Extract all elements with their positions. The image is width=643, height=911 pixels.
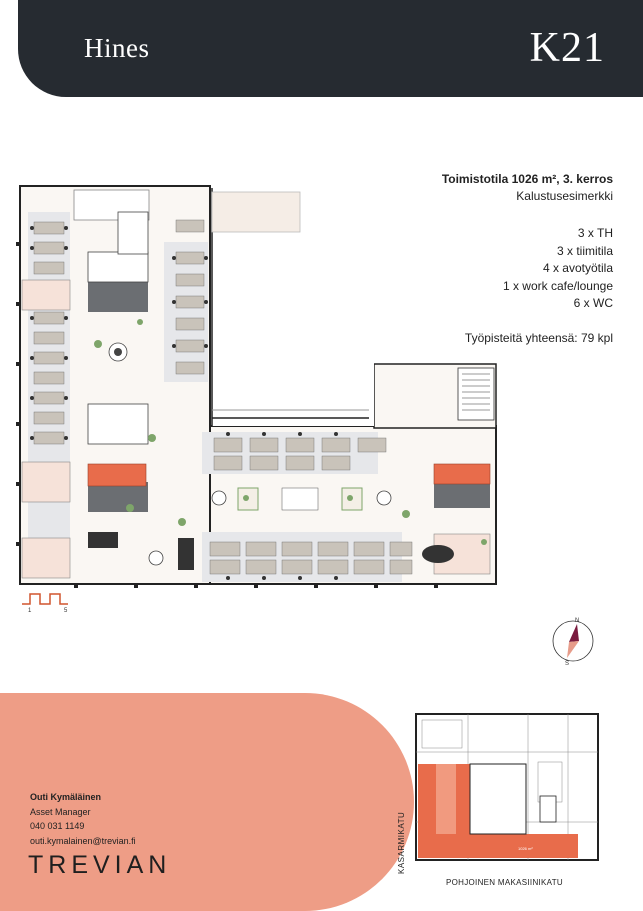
contact-info: Outi Kymäläinen Asset Manager 040 031 11… (30, 790, 136, 848)
room-item: 3 x tiimitila (556, 243, 613, 258)
compass-north: N (575, 618, 579, 624)
street-label-makasiinikatu: POHJOINEN MAKASIINIKATU (446, 878, 563, 887)
floor-plan (16, 185, 497, 588)
space-subtitle: Kalustusesimerkki (516, 189, 613, 203)
room-item: 4 x avotyötila (542, 261, 613, 275)
scale-end: 5 (64, 608, 68, 614)
street-label-kasarmikatu: KASARMIKATU (397, 811, 406, 874)
contact-name: Outi Kymäläinen (30, 792, 102, 802)
north-compass: N S (552, 618, 594, 666)
space-title: Toimistotila 1026 m², 3. kerros (441, 172, 613, 186)
property-code: K21 (529, 25, 605, 71)
compass-south: S (565, 661, 569, 666)
room-item: 6 x WC (573, 296, 613, 310)
room-item: 1 x work cafe/lounge (502, 278, 613, 293)
header-bar: Hines K21 (18, 0, 643, 97)
contact-email[interactable]: outi.kymalainen@trevian.fi (30, 835, 136, 846)
workstation-total: Työpisteitä yhteensä: 79 kpl (464, 330, 613, 345)
space-summary: Toimistotila 1026 m², 3. kerros Kalustus… (383, 171, 613, 347)
contact-phone[interactable]: 040 031 1149 (30, 821, 85, 831)
key-plan: 1026 m² (415, 713, 599, 861)
room-list: 3 x TH 3 x tiimitila 4 x avotyötila 1 x … (383, 225, 613, 313)
contact-role: Asset Manager (30, 806, 91, 817)
brand-logo: Hines (84, 33, 150, 63)
keyplan-area: 1026 m² (518, 846, 533, 851)
room-item: 3 x TH (577, 226, 613, 240)
trevian-logo: TREVIAN (28, 851, 172, 879)
contact-panel (0, 693, 414, 911)
scale-bar: 1 5 (22, 593, 68, 614)
scale-start: 1 (28, 608, 32, 614)
